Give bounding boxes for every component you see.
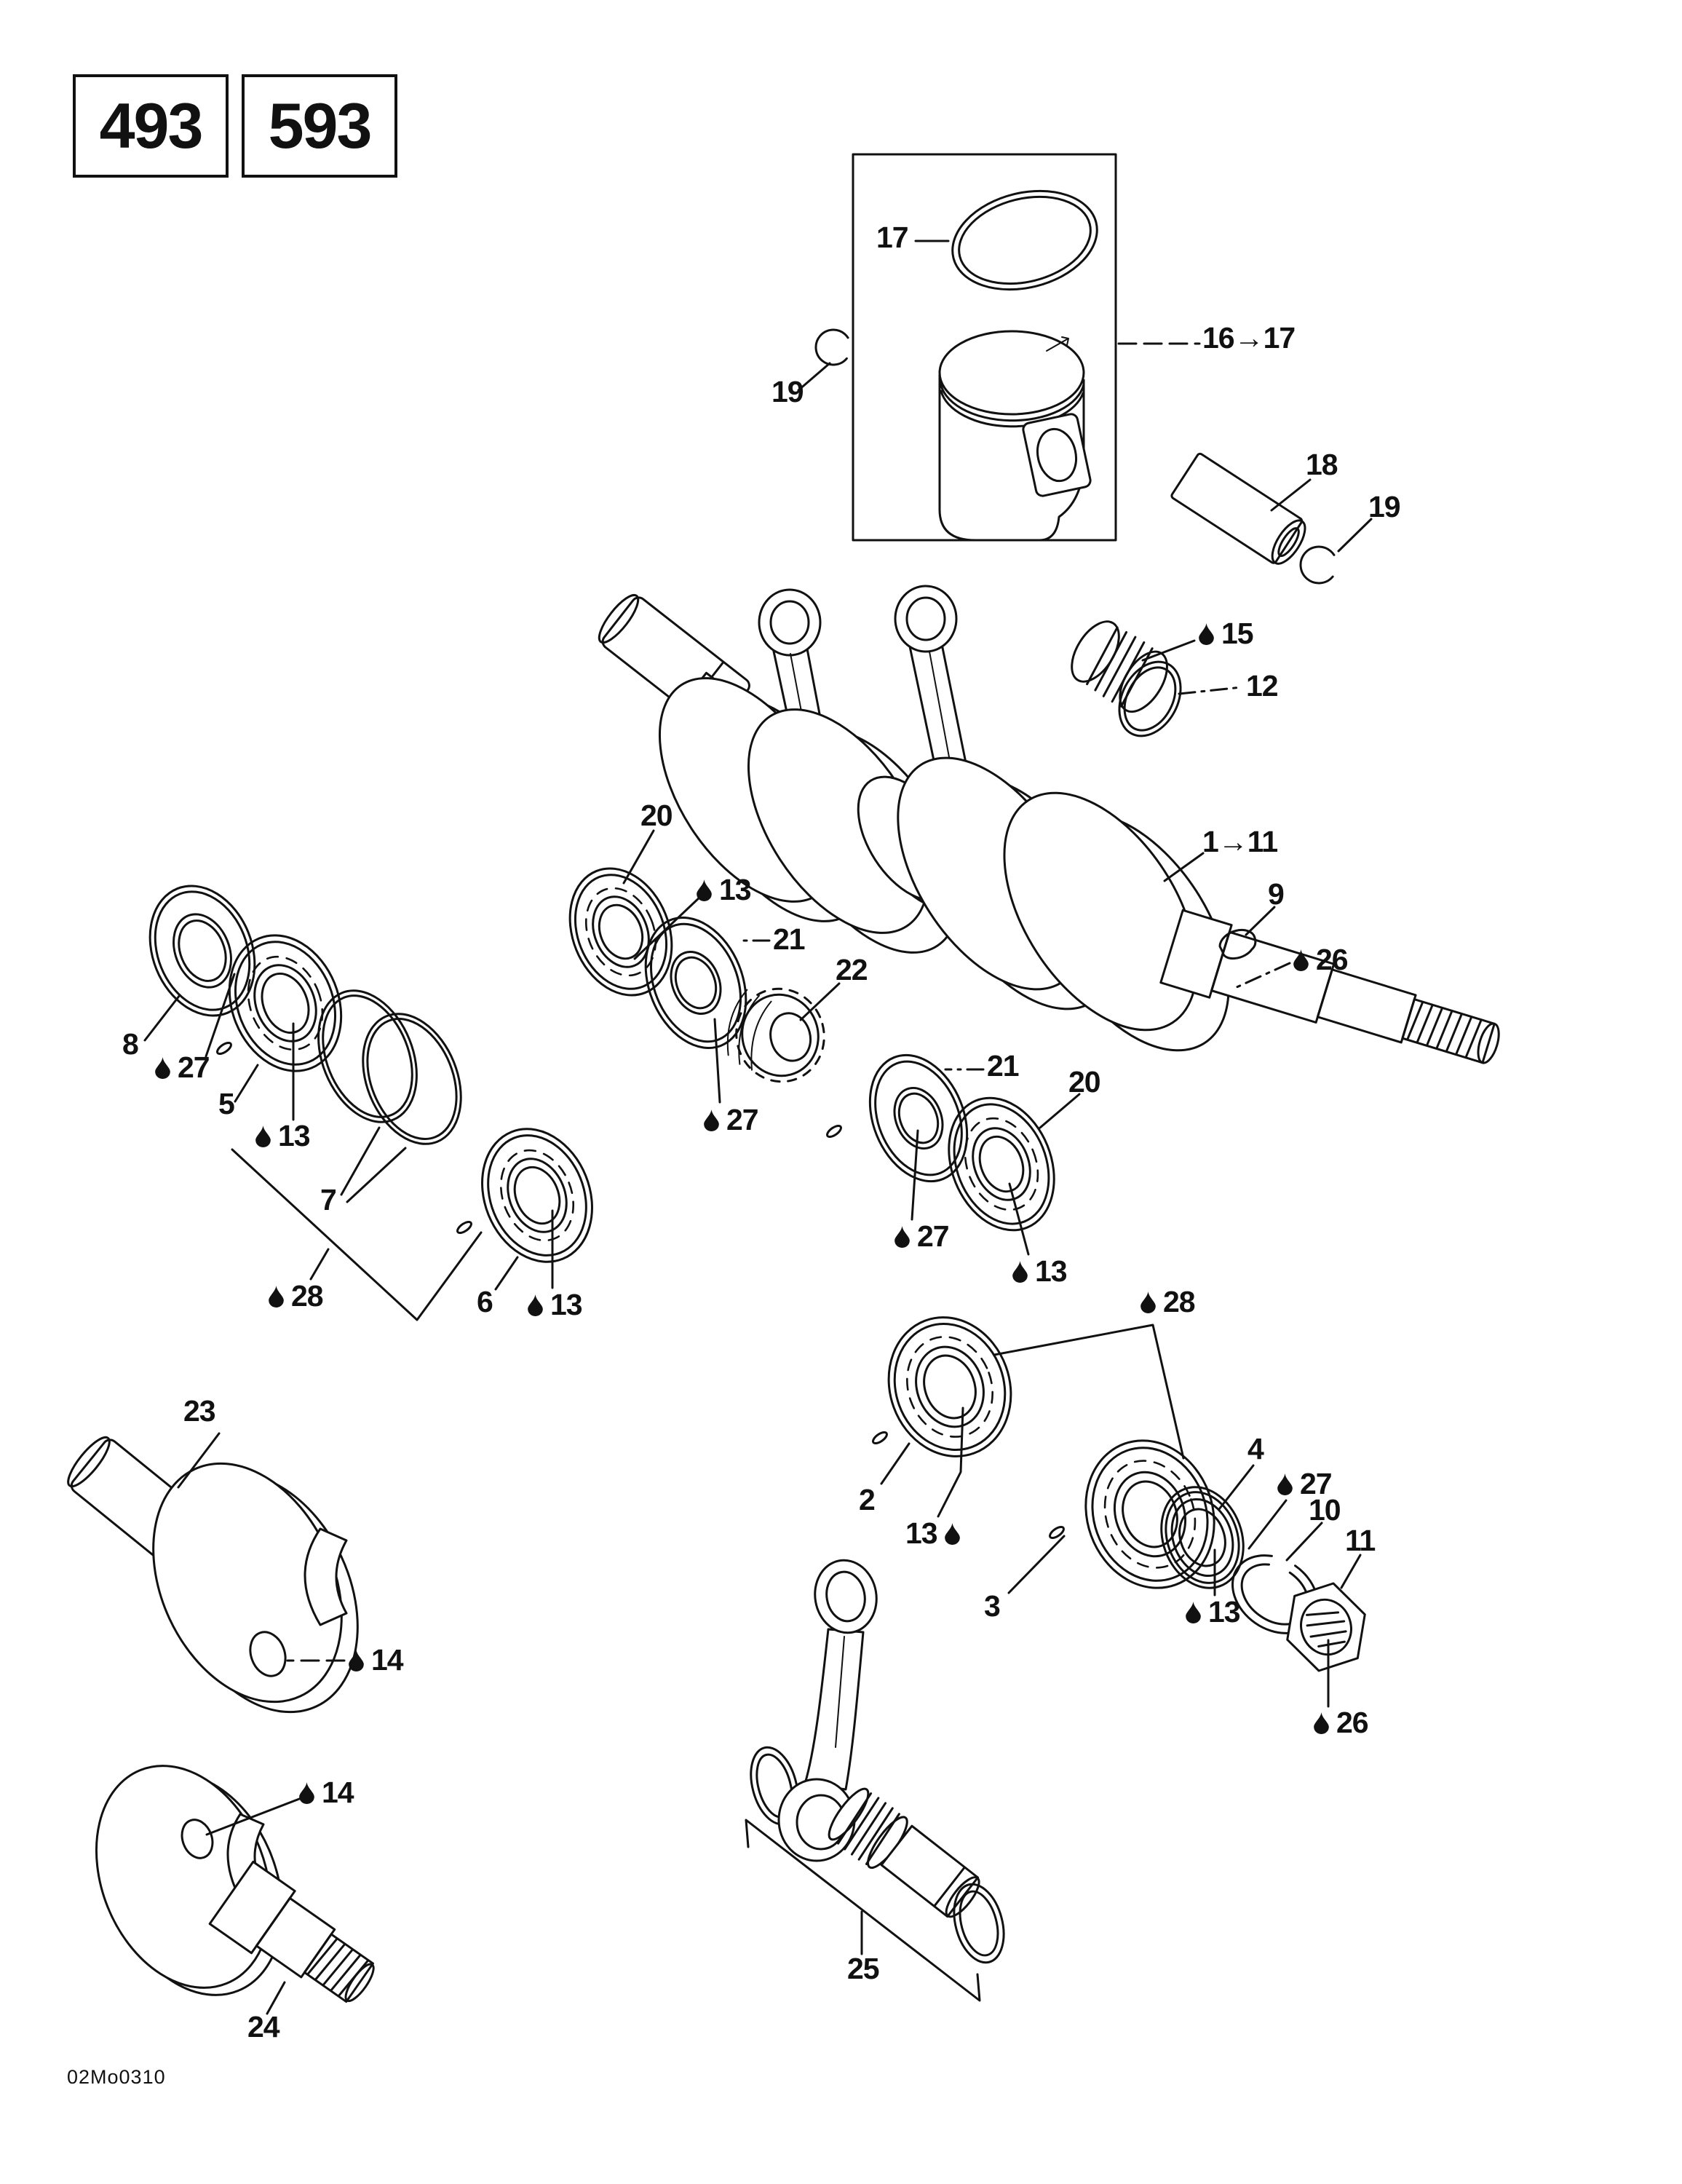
circlip-19-left <box>814 328 852 366</box>
callout-26-nut: 26 <box>1313 1708 1369 1738</box>
model-badge-label: 593 <box>268 90 373 162</box>
piston-orientation-arrow <box>1046 336 1069 352</box>
callout-12: 12 <box>1246 669 1279 703</box>
bracket-28-right <box>993 1324 1185 1460</box>
bearing-20-right <box>948 1096 1055 1232</box>
model-badge-593: 593 <box>242 74 397 178</box>
connecting-rod-kit-25 <box>750 1559 1005 1964</box>
callout-27-b: 27 <box>154 1053 210 1083</box>
callout-13-e: 13 <box>905 1519 961 1548</box>
oil-drop-icon <box>528 1294 543 1316</box>
callout-8: 8 <box>122 1027 139 1061</box>
callout-28-right: 28 <box>1140 1287 1196 1317</box>
callout-21-right: 21 <box>987 1049 1020 1083</box>
callout-17: 17 <box>876 221 909 254</box>
callout-5: 5 <box>218 1087 235 1120</box>
circlip-19-right <box>1299 545 1338 585</box>
woodruff-key-9 <box>1218 928 1257 960</box>
nut-11 <box>1286 1582 1366 1672</box>
callout-28-left: 28 <box>268 1281 324 1311</box>
crankshaft-assembly-1-11 <box>598 585 1500 1064</box>
crank-half-23 <box>67 1436 359 1714</box>
callout-24: 24 <box>247 2010 280 2043</box>
callout-22: 22 <box>836 953 868 986</box>
callout-27-d: 27 <box>1277 1469 1333 1499</box>
bearing-2 <box>887 1316 1012 1457</box>
callout-21-left: 21 <box>773 922 806 956</box>
callout-6: 6 <box>477 1285 493 1318</box>
bearing-5 <box>228 934 343 1072</box>
callout-20-right: 20 <box>1068 1065 1101 1099</box>
oil-drop-icon <box>1293 949 1309 971</box>
oil-drop-icon <box>894 1226 910 1248</box>
callout-10: 10 <box>1309 1493 1341 1527</box>
bearing-6 <box>481 1128 593 1263</box>
callout-3: 3 <box>984 1589 1001 1623</box>
callout-19-left: 19 <box>771 375 804 408</box>
counterweight-24 <box>95 1765 375 2003</box>
oil-drop-icon <box>1199 623 1214 645</box>
callout-13-c: 13 <box>527 1290 583 1320</box>
dowel-pins <box>216 1041 1065 1540</box>
oil-drop-icon <box>704 1109 719 1131</box>
leader-lines <box>143 240 1373 2015</box>
oil-drop-icon <box>1277 1473 1293 1495</box>
model-badge-label: 493 <box>99 90 204 162</box>
callout-20-left: 20 <box>640 799 673 832</box>
callout-19-right: 19 <box>1368 490 1401 523</box>
ring-7b <box>362 1013 462 1145</box>
callout-23: 23 <box>183 1394 216 1428</box>
callout-26-shaft: 26 <box>1293 945 1349 975</box>
ring-7a <box>317 989 418 1123</box>
callout-13-a: 13 <box>696 875 752 905</box>
piston-16 <box>938 330 1092 542</box>
oil-drop-icon <box>1012 1261 1028 1283</box>
callout-15: 15 <box>1198 619 1254 649</box>
callout-9: 9 <box>1268 877 1285 911</box>
callout-25: 25 <box>847 1952 880 1985</box>
oil-drop-icon <box>1140 1291 1156 1313</box>
callout-13-f: 13 <box>1185 1597 1241 1627</box>
oil-drop-icon <box>269 1286 284 1307</box>
oil-seal-8 <box>148 885 256 1017</box>
bracket-28-left <box>231 1148 483 1321</box>
oil-drop-icon <box>944 1523 960 1545</box>
callout-27-c: 27 <box>894 1222 950 1251</box>
bearing-20-left <box>568 867 673 997</box>
callout-13-d: 13 <box>1012 1257 1068 1286</box>
callout-11: 11 <box>1345 1524 1376 1557</box>
oil-seal-21-right <box>868 1053 969 1183</box>
callout-1-11: 1→11 <box>1202 825 1278 858</box>
oil-drop-icon <box>697 879 712 901</box>
oil-drop-icon <box>299 1782 314 1804</box>
callout-14-a: 14 <box>348 1645 404 1675</box>
oil-drop-icon <box>349 1650 364 1671</box>
wrist-pin-18 <box>1170 452 1306 565</box>
oil-seal-21-left <box>644 917 747 1049</box>
retaining-ring-12 <box>1118 660 1182 737</box>
callout-7: 7 <box>320 1183 337 1216</box>
callout-14-b: 14 <box>298 1778 354 1808</box>
model-badge-493: 493 <box>73 74 229 178</box>
callout-18: 18 <box>1306 448 1338 481</box>
callout-16-17: 16→17 <box>1202 321 1296 355</box>
oil-drop-icon <box>1314 1712 1329 1734</box>
callout-27-a: 27 <box>703 1105 759 1135</box>
bracket-25 <box>745 1819 981 2002</box>
callout-2: 2 <box>859 1483 876 1516</box>
crankshaft-pto-end <box>1159 909 1500 1064</box>
bearing-3 <box>1084 1439 1215 1589</box>
oil-drop-icon <box>1186 1602 1201 1623</box>
drawing-code: 02Mo0310 <box>67 2066 166 2088</box>
piston-ring-17 <box>951 189 1098 291</box>
callout-4: 4 <box>1247 1432 1264 1465</box>
oil-drop-icon <box>155 1057 170 1079</box>
oil-drop-icon <box>255 1125 271 1147</box>
gear-22 <box>726 987 825 1083</box>
callout-13-b: 13 <box>255 1121 311 1151</box>
